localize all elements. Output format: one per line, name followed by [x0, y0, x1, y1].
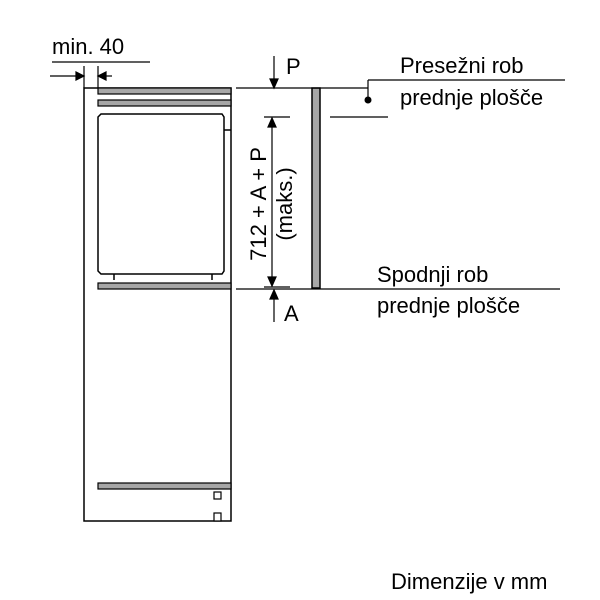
a-arrow-head [269, 288, 279, 300]
bottom-edge-label-line1: Spodnji rob [377, 262, 489, 287]
height-label-line2: (maks.) [272, 167, 297, 240]
arrows [50, 56, 279, 322]
top-edge-marker-dot [364, 96, 372, 104]
cabinet-outline [83, 87, 232, 522]
height-arrow-bottom [267, 276, 277, 288]
top-edge-letter: P [286, 54, 301, 79]
min-clearance-label: min. 40 [52, 34, 125, 59]
appliance-outline [97, 113, 225, 275]
units-note: Dimenzije v mm [391, 569, 548, 594]
cabinet [83, 87, 232, 522]
hinge-block [213, 491, 222, 500]
height-label-line1: 712 + A + P [246, 147, 271, 261]
p-arrow-head [269, 78, 279, 90]
min-clearance-arrow-left-head [75, 71, 86, 81]
appliance [97, 113, 231, 280]
bottom-edge-letter: A [284, 301, 299, 326]
front-panel [311, 87, 321, 289]
top-panel-strip [97, 87, 232, 95]
reference-lines [52, 61, 565, 290]
cabinet-shelves [97, 87, 232, 490]
top-edge-label-line1: Presežni rob [400, 53, 524, 78]
min-clearance-arrow-right-head [96, 71, 107, 81]
middle-shelf [97, 282, 232, 290]
hinge-blocks [213, 491, 222, 522]
hinge-block [213, 512, 222, 522]
bottom-edge-label-line2: prednje plošče [377, 293, 521, 318]
lower-shelf [97, 482, 232, 490]
upper-shelf [97, 99, 232, 107]
top-edge-label-line2: prednje plošče [400, 85, 544, 110]
height-label: 712 + A + P (maks.) [246, 147, 297, 261]
height-arrow-top [267, 116, 277, 128]
